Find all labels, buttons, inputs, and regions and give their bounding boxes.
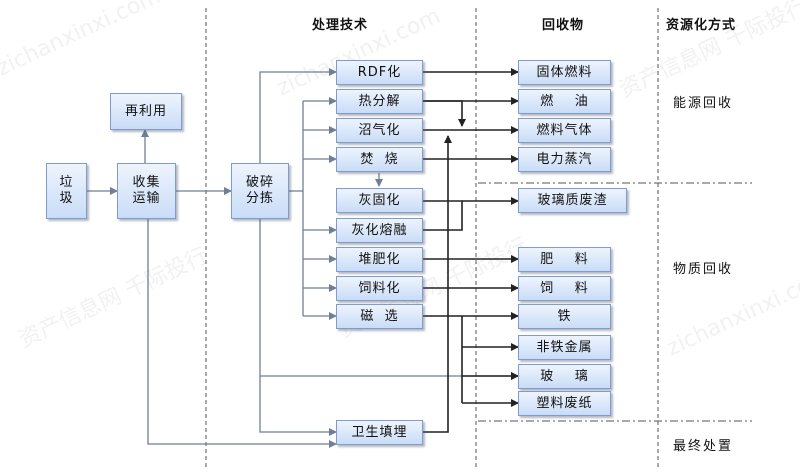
material-recovery-label: 物质回收 xyxy=(673,262,734,277)
ash-melting-box: 灰化熔融 xyxy=(336,218,423,243)
header-processing-tech: 处理技术 xyxy=(312,18,369,33)
solid-fuel-box: 固体燃料 xyxy=(518,60,611,85)
composting-box: 堆肥化 xyxy=(336,247,423,272)
magnetic-separation-box: 磁 选 xyxy=(336,304,423,329)
header-recovered-material: 回收物 xyxy=(542,18,585,33)
plastic-paper-box: 塑料废纸 xyxy=(518,391,611,416)
header-recycling-mode: 资源化方式 xyxy=(666,18,737,33)
pyrolysis-box: 热分解 xyxy=(336,89,423,114)
power-steam-box: 电力蒸汽 xyxy=(518,147,611,172)
fuel-gas-box: 燃料气体 xyxy=(518,118,611,143)
biogas-box: 沼气化 xyxy=(336,118,423,143)
collect-transport-box: 收集 运输 xyxy=(117,163,176,219)
rdf-box: RDF化 xyxy=(336,60,423,85)
feed-conversion-box: 饲料化 xyxy=(336,276,423,301)
glassy-slag-box: 玻璃质废渣 xyxy=(518,188,627,213)
final-disposal-label: 最终处置 xyxy=(673,439,734,454)
energy-recovery-label: 能源回收 xyxy=(673,96,734,111)
ash-solidification-box: 灰固化 xyxy=(336,188,423,213)
fuel-oil-box: 燃 油 xyxy=(518,89,611,114)
reuse-box: 再利用 xyxy=(110,93,182,130)
garbage-box: 垃 圾 xyxy=(46,163,87,219)
crush-sort-box: 破碎 分拣 xyxy=(231,163,289,219)
glass-box: 玻 璃 xyxy=(518,364,611,389)
nonferrous-metal-box: 非铁金属 xyxy=(518,335,611,360)
incineration-box: 焚 烧 xyxy=(336,147,423,172)
sanitary-landfill-box: 卫生填埋 xyxy=(336,420,423,445)
feedstuff-box: 饲 料 xyxy=(518,276,611,301)
fertilizer-box: 肥 料 xyxy=(518,247,611,272)
iron-box: 铁 xyxy=(518,304,611,329)
